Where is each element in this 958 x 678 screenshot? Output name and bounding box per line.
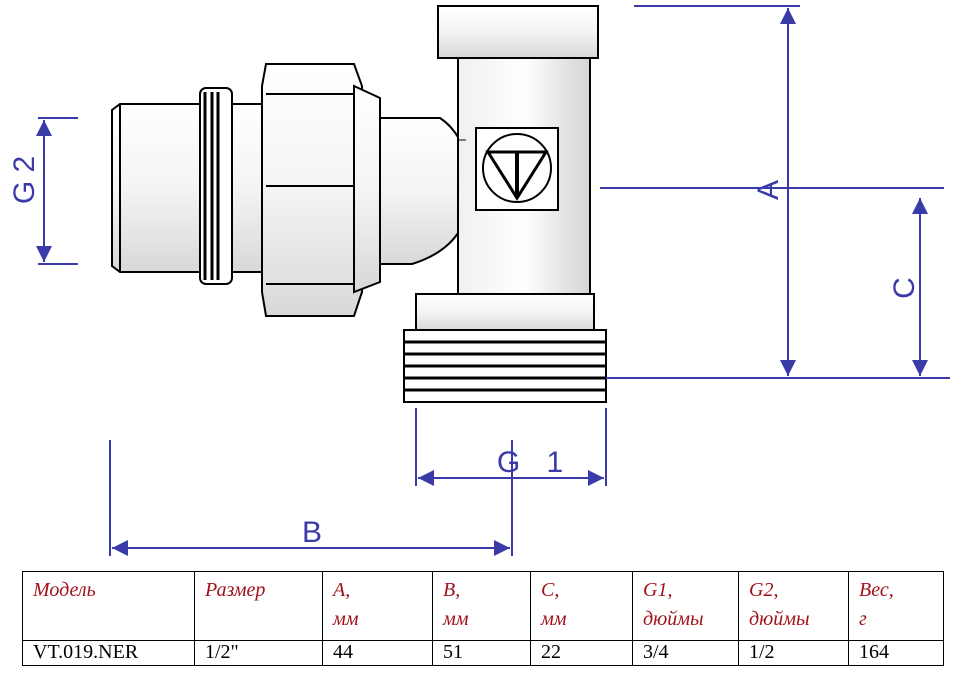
cell-a: 44 <box>322 640 433 666</box>
specification-table: Модель Размер A,мм B,мм C,мм G1,дюймы G2… <box>22 571 944 666</box>
tail-thread <box>111 103 201 273</box>
header-cell-g2: G2,дюймы <box>738 571 849 641</box>
cell-b: 51 <box>432 640 531 666</box>
dim-label-b: B <box>302 516 322 549</box>
header-cell-a: A,мм <box>322 571 433 641</box>
cell-g2: 1/2 <box>738 640 849 666</box>
dimension-lines <box>36 5 950 556</box>
header-cell-weight: Вес,г <box>848 571 944 641</box>
valve-technical-drawing: A C G 2 G 1 B <box>8 5 950 556</box>
dim-label-a: A <box>752 180 785 200</box>
header-cell-b: B,мм <box>432 571 531 641</box>
dim-label-g1: G 1 <box>497 446 563 479</box>
top-cap <box>437 5 599 59</box>
table-header-row: Модель Размер A,мм B,мм C,мм G1,дюймы G2… <box>22 571 944 641</box>
cell-g1: 3/4 <box>632 640 739 666</box>
union-nut <box>261 63 363 317</box>
header-cell-model: Модель <box>22 571 195 641</box>
dim-label-c: C <box>888 277 921 299</box>
cell-c: 22 <box>530 640 633 666</box>
header-cell-size: Размер <box>194 571 323 641</box>
cell-weight: 164 <box>848 640 944 666</box>
dim-label-g2: G 2 <box>8 156 41 204</box>
cell-size: 1/2" <box>194 640 323 666</box>
valve-body <box>111 5 607 403</box>
lower-hex <box>415 293 595 331</box>
elbow <box>379 117 472 265</box>
table-row: VT.019.NER 1/2" 44 51 22 3/4 1/2 164 <box>22 640 944 666</box>
header-cell-c: C,мм <box>530 571 633 641</box>
cell-model: VT.019.NER <box>22 640 195 666</box>
header-cell-g1: G1,дюймы <box>632 571 739 641</box>
